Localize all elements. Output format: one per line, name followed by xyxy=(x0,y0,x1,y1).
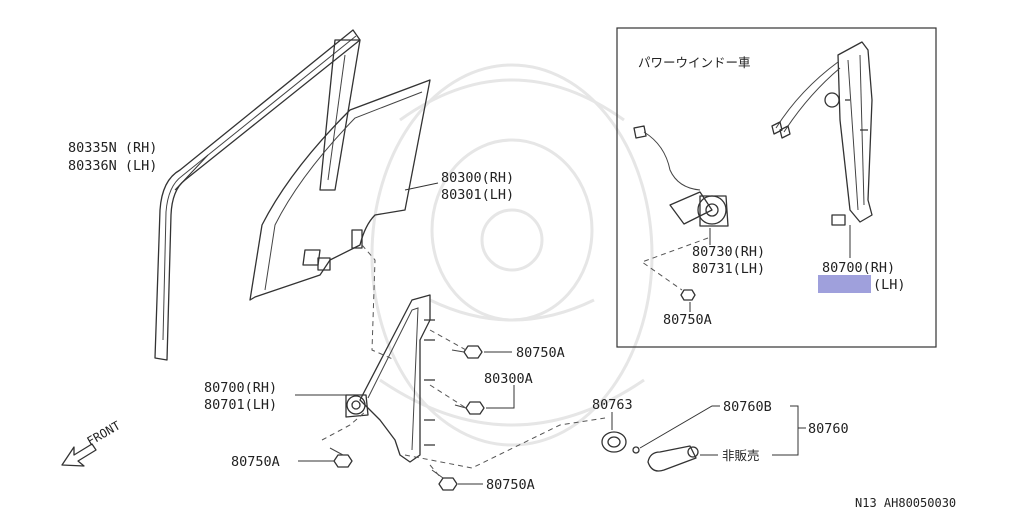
sash-moulding xyxy=(154,29,361,361)
inset-regulator xyxy=(771,41,873,226)
footer-code: N13 AH80050030 xyxy=(855,496,956,510)
window-regulator xyxy=(345,294,435,463)
door-glass xyxy=(249,79,431,301)
label-regulator-rh: 80700(RH) xyxy=(204,380,277,396)
label-bolt-left: 80750A xyxy=(231,454,280,470)
inset-title: パワーウインドー車 xyxy=(638,55,751,70)
bolt-mid xyxy=(454,401,485,415)
bolt-bottom xyxy=(431,469,458,491)
label-grommet: 80763 xyxy=(592,397,633,413)
inset-bolt-label: 80750A xyxy=(663,312,712,328)
watermark xyxy=(370,63,654,447)
label-handle-sub: 80760B xyxy=(723,399,772,415)
label-glass-lh: 80301(LH) xyxy=(441,187,514,203)
inset-motor-rh: 80730(RH) xyxy=(692,244,765,260)
grommet xyxy=(601,431,627,453)
inset-reg-rh: 80700(RH) xyxy=(822,260,895,276)
inset-reg-highlight xyxy=(818,275,871,293)
label-moulding-rh: 80335N (RH) xyxy=(68,140,157,156)
bolt-left xyxy=(329,447,353,468)
label-regulator-lh: 80701(LH) xyxy=(204,397,277,413)
inset-reg-lh: (LH) xyxy=(873,277,906,293)
leader-lines xyxy=(174,154,806,485)
inset-motor xyxy=(633,125,729,227)
label-moulding-lh: 80336N (LH) xyxy=(68,158,157,174)
assembly-lines xyxy=(321,244,606,479)
regulator-handle xyxy=(632,445,699,472)
label-glass-rh: 80300(RH) xyxy=(441,170,514,186)
front-arrow-icon xyxy=(61,443,97,467)
label-bolt-bottom: 80750A xyxy=(486,477,535,493)
front-label: FRONT xyxy=(85,418,123,448)
inset-motor-lh: 80731(LH) xyxy=(692,261,765,277)
label-bolt-mid: 80300A xyxy=(484,371,533,387)
label-bolt-upper: 80750A xyxy=(516,345,565,361)
label-handle-set: 80760 xyxy=(808,421,849,437)
bolt-upper xyxy=(451,345,483,359)
inset-bolt xyxy=(680,289,696,301)
inset-panel: パワーウインドー車 8073 xyxy=(616,27,937,348)
label-not-for-sale: 非販売 xyxy=(722,448,760,463)
